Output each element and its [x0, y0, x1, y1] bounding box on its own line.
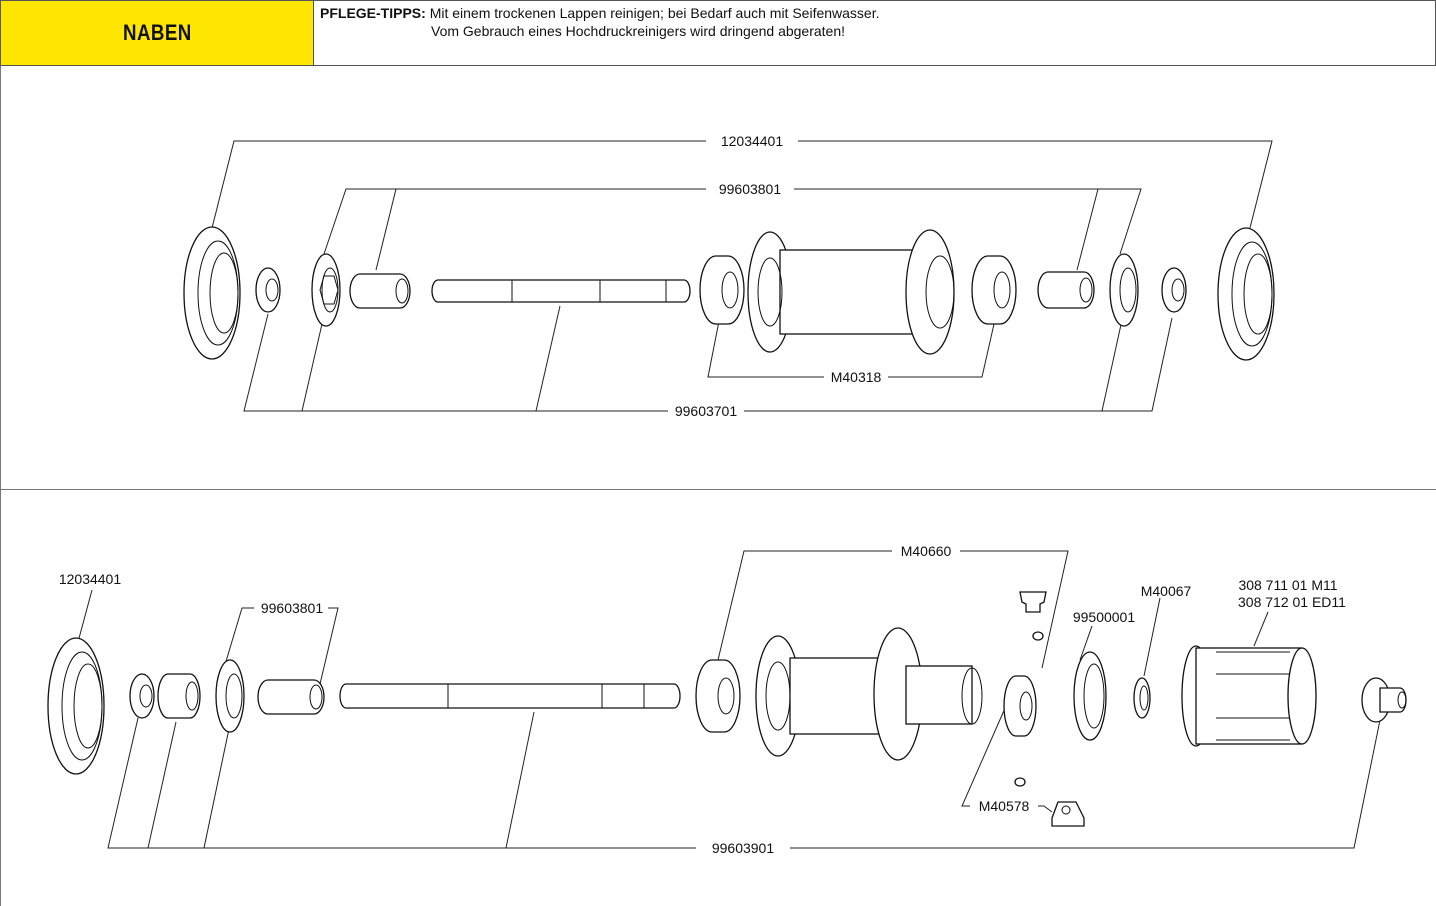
rear-part-locknut [129, 673, 155, 719]
part-adapter-left [349, 273, 411, 309]
label-axle-kit: 99603801 [719, 181, 782, 197]
part-adapter-right [1037, 271, 1095, 309]
rear-part-washer [1133, 677, 1151, 719]
rear-part-hub-body [755, 627, 983, 761]
part-bearing-left [699, 255, 745, 325]
rear-part-adapter [257, 679, 325, 715]
front-leader-lines [211, 140, 1273, 412]
label-full-kit: 99603701 [675, 403, 738, 419]
care-tips-line1: Mit einem trockenen Lappen reinigen; bei… [429, 5, 880, 21]
section-title-box: NABEN [0, 0, 314, 66]
rear-label-washer: M40067 [1141, 583, 1192, 599]
rear-part-end-cap [1361, 677, 1407, 723]
rear-leader-lines [77, 550, 1381, 849]
part-end-ring-right [1217, 227, 1275, 361]
section-title: NABEN [122, 20, 192, 45]
rear-part-pawl-spring-top [1032, 631, 1044, 641]
rear-label-pawls: M40578 [979, 798, 1030, 814]
rear-label-freehub-ed11: 308 712 01 ED11 [1238, 594, 1346, 610]
part-dust-cap-left [311, 253, 341, 327]
rear-part-seal [1073, 651, 1107, 741]
label-ring-kit: 12034401 [721, 133, 784, 149]
rear-part-pawl-spring-bottom [1014, 777, 1026, 787]
rear-part-end-ring [47, 637, 105, 775]
rear-part-bearing-left [695, 659, 741, 733]
rear-label-freehub-m11: 308 711 01 M11 [1238, 577, 1337, 593]
rear-label-axle-kit: 99603801 [261, 600, 324, 616]
part-locknut-left [255, 267, 281, 313]
rear-part-pawl-bottom [1051, 801, 1085, 827]
part-locknut-right [1161, 267, 1187, 313]
left-border [0, 66, 1, 906]
rear-part-spacer [157, 673, 201, 719]
part-bearing-right [971, 255, 1017, 325]
rear-part-bearing-right [1003, 675, 1037, 737]
care-tips-line2: Vom Gebrauch eines Hochdruckreinigers wi… [431, 23, 846, 39]
care-tips-box: PFLEGE-TIPPS: Mit einem trockenen Lappen… [314, 0, 1436, 66]
rear-part-dust-cap [215, 659, 245, 733]
rear-label-ring: 12034401 [59, 571, 122, 587]
label-bearings: M40318 [831, 369, 882, 385]
rear-label-full-kit: 99603901 [712, 840, 775, 856]
rear-label-hub-bearing: M40660 [901, 543, 952, 559]
rear-part-pawl-top [1019, 591, 1047, 613]
part-dust-cap-right [1109, 253, 1139, 327]
rear-part-axle [339, 683, 681, 709]
rear-part-freehub-body [1181, 645, 1317, 747]
care-tips-label: PFLEGE-TIPPS: [320, 5, 426, 21]
rear-label-bearing-small: 99500001 [1073, 609, 1136, 625]
part-axle [431, 279, 691, 303]
section-divider [0, 489, 1436, 490]
part-hub-body [747, 229, 955, 355]
part-end-ring-left [183, 226, 241, 360]
